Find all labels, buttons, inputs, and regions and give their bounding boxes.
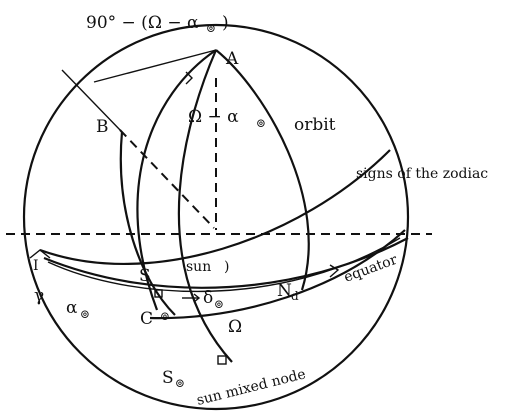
delta-sun-label: δ xyxy=(203,288,213,308)
b-axis-line xyxy=(61,69,123,133)
hour-circle-a-s xyxy=(136,49,217,311)
mixed-node-curve xyxy=(149,229,406,320)
mixed-node-label: sun mixed node xyxy=(195,366,307,409)
right-angle-marker-a xyxy=(185,71,193,85)
angle-marker-node xyxy=(329,264,340,278)
top-formula-label: 90° − (Ω − α xyxy=(86,13,199,33)
angle-mark-i: I xyxy=(33,258,39,274)
omega-minus-alpha-sub: ⊚ xyxy=(256,116,266,130)
point-a-label: A xyxy=(225,49,239,69)
point-s-label: S xyxy=(139,266,151,286)
equator-curve xyxy=(47,237,401,293)
angle-marker-gamma xyxy=(29,249,51,259)
top-formula-sub: ⊚ xyxy=(206,21,216,35)
sun-paren: ) xyxy=(224,259,229,275)
omega-label: Ω xyxy=(228,317,242,337)
orbit-label: orbit xyxy=(294,115,336,135)
orbit-circle xyxy=(215,49,310,291)
zodiac-label: signs of the zodiac xyxy=(356,166,488,182)
c-sun-sub: ⊚ xyxy=(160,309,170,323)
right-angle-marker-s xyxy=(217,355,227,365)
sun-label: sun xyxy=(186,259,211,275)
right-angle-marker-c xyxy=(154,289,163,298)
celestial-sphere xyxy=(22,23,410,411)
s-sun-sub: ⊚ xyxy=(175,376,185,390)
ecliptic-curve xyxy=(39,149,391,266)
sun-path xyxy=(43,237,409,289)
b-to-a-arc xyxy=(93,49,217,83)
meridian-a-s-sun xyxy=(177,49,233,363)
delta-arrow-head xyxy=(193,293,201,303)
omega-minus-alpha-label: Ω − α xyxy=(188,107,239,127)
alpha-sun-label: α xyxy=(66,298,78,318)
delta-sun-sub: ⊚ xyxy=(214,297,224,311)
point-b-label: B xyxy=(96,117,109,137)
node-label: N xyxy=(277,281,292,301)
b-to-c-arc xyxy=(119,131,176,316)
top-formula-close: ) xyxy=(222,13,229,33)
b-center-dashed-line xyxy=(119,129,215,229)
gamma-label: γ xyxy=(34,286,44,306)
point-c-label: C xyxy=(140,309,153,329)
alpha-sun-sub: ⊚ xyxy=(80,307,90,321)
s-sun-label: S xyxy=(162,368,174,388)
node-sub: d xyxy=(291,289,299,303)
